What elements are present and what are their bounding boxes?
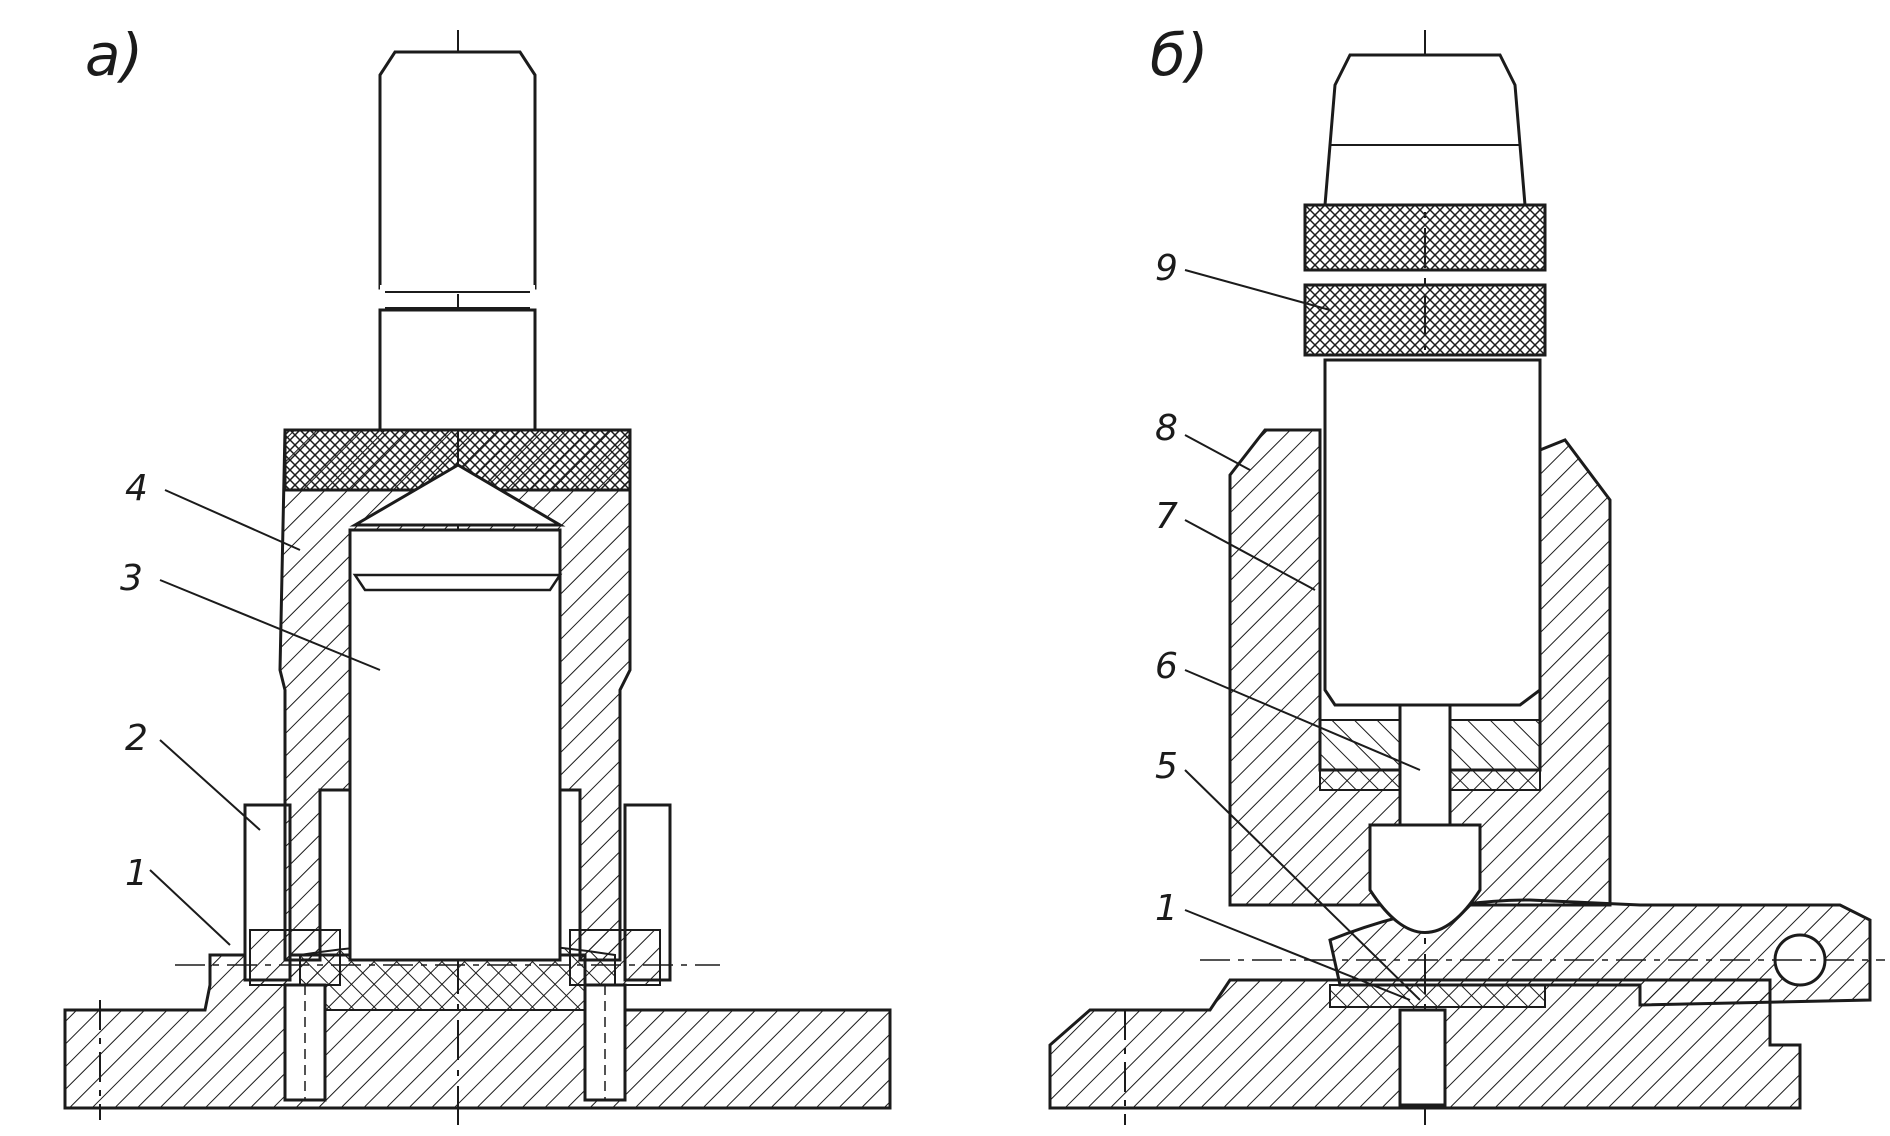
callout-a-4: 4 bbox=[125, 468, 148, 509]
view-b-label: б) bbox=[1150, 21, 1208, 89]
view-b-sleeve bbox=[1323, 358, 1542, 707]
callout-b-1: 1 bbox=[1155, 888, 1178, 929]
view-b-ball-tip bbox=[1368, 823, 1482, 934]
view-a-stem-upper bbox=[378, 50, 537, 290]
view-a-callouts bbox=[149, 489, 381, 946]
view-b-plunger bbox=[1398, 703, 1452, 827]
callout-b-9: 9 bbox=[1155, 248, 1178, 289]
view-a-stem-lower bbox=[378, 308, 537, 432]
view-b-knurl-ring-lower bbox=[1303, 283, 1547, 357]
view-b-callouts bbox=[1184, 269, 1421, 1001]
callout-a-3: 3 bbox=[120, 558, 143, 599]
view-a: а) bbox=[63, 21, 892, 1125]
callout-b-8: 8 bbox=[1155, 408, 1178, 449]
callout-b-6: 6 bbox=[1155, 646, 1178, 687]
view-b: б) bbox=[1048, 21, 1885, 1125]
callout-b-5: 5 bbox=[1155, 746, 1178, 787]
view-a-label: а) bbox=[85, 21, 143, 89]
view-b-base-pin bbox=[1398, 1008, 1447, 1107]
view-a-insert bbox=[348, 528, 562, 962]
view-b-knurl-ring-upper bbox=[1303, 203, 1547, 272]
callout-b-7: 7 bbox=[1155, 496, 1178, 537]
callout-a-1: 1 bbox=[125, 853, 148, 894]
callout-a-2: 2 bbox=[125, 718, 148, 759]
view-b-indicator-head bbox=[1323, 53, 1527, 207]
